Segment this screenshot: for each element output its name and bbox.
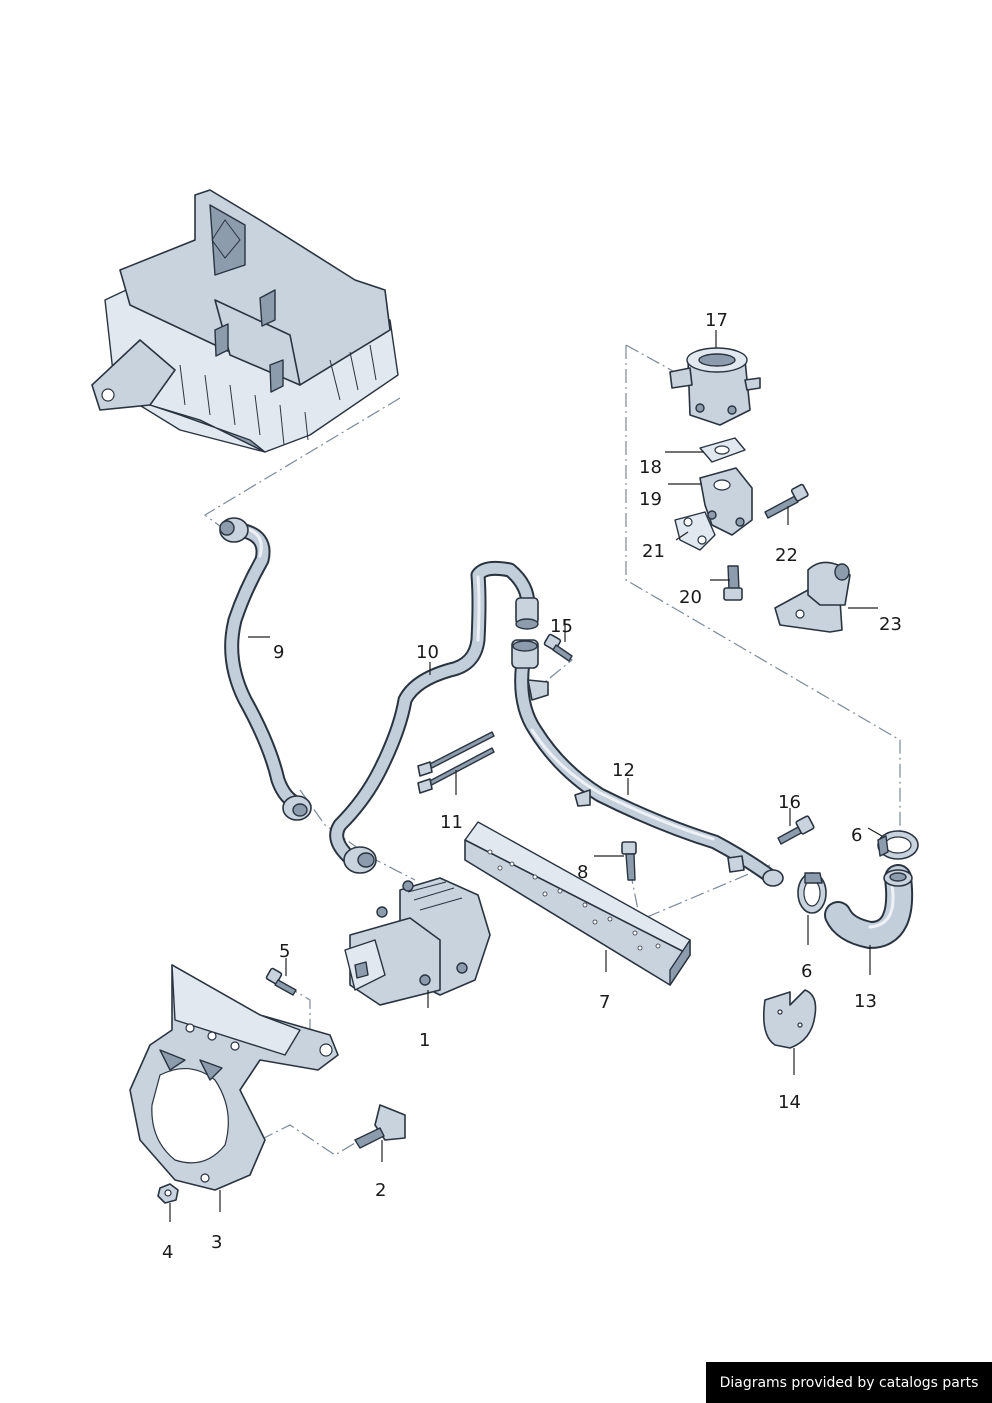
- hose-part-9: [219, 517, 312, 821]
- bolt-part-22: [764, 483, 809, 519]
- callout-14: 14: [778, 1092, 801, 1113]
- callout-17: 17: [705, 310, 728, 331]
- callout-20: 20: [679, 587, 702, 608]
- callout-6-upper: 6: [851, 825, 862, 846]
- callout-2: 2: [375, 1180, 386, 1201]
- bolt-part-15: [543, 633, 573, 662]
- callout-23: 23: [879, 614, 902, 635]
- callout-5: 5: [279, 941, 290, 962]
- elbow-hose-part-13: [824, 864, 914, 949]
- callout-13: 13: [854, 991, 877, 1012]
- callout-10: 10: [416, 642, 439, 663]
- callout-6-lower: 6: [801, 961, 812, 982]
- clamp-part-6-upper: [877, 830, 919, 860]
- pipe-part-12: [511, 639, 784, 887]
- clamp-part-6-lower: [797, 872, 827, 914]
- callout-7: 7: [599, 992, 610, 1013]
- stud-bolt-part-2: [354, 1104, 406, 1149]
- callout-22: 22: [775, 545, 798, 566]
- heat-shield-part-7: [464, 821, 691, 986]
- callout-16: 16: [778, 792, 801, 813]
- bolt-part-5: [265, 967, 297, 996]
- nut-part-4: [157, 1183, 179, 1204]
- callout-19: 19: [639, 489, 662, 510]
- callout-labels: 17 18 19 21 22 20 23 9 10 15 12 16 11 6 …: [162, 310, 902, 1263]
- gasket-part-18: [699, 437, 746, 463]
- air-filter-housing: [91, 189, 399, 453]
- callout-3: 3: [211, 1232, 222, 1253]
- callout-8: 8: [577, 862, 588, 883]
- credit-banner: Diagrams provided by catalogs parts: [706, 1362, 992, 1403]
- callout-9: 9: [273, 642, 284, 663]
- flange-part-19: [699, 467, 753, 536]
- callout-1: 1: [419, 1030, 430, 1051]
- callout-15: 15: [550, 616, 573, 637]
- callout-12: 12: [612, 760, 635, 781]
- hose-part-10: [329, 560, 539, 874]
- callout-18: 18: [639, 457, 662, 478]
- bolt-part-16: [777, 815, 815, 845]
- combination-valve-part-17: [669, 347, 761, 426]
- bolt-part-20: [723, 565, 743, 601]
- bolt-part-8: [621, 841, 637, 881]
- callout-21: 21: [642, 541, 665, 562]
- bracket-part-23: [774, 561, 851, 633]
- callout-11: 11: [440, 812, 463, 833]
- cable-ties-part-11: [417, 731, 495, 794]
- plate-part-14: [762, 989, 817, 1049]
- bracket-part-3: [129, 964, 339, 1191]
- air-pump-part-1: [344, 877, 491, 1006]
- leader-lines: [169, 330, 883, 1222]
- callout-4: 4: [162, 1242, 173, 1263]
- gasket-part-21: [674, 511, 716, 551]
